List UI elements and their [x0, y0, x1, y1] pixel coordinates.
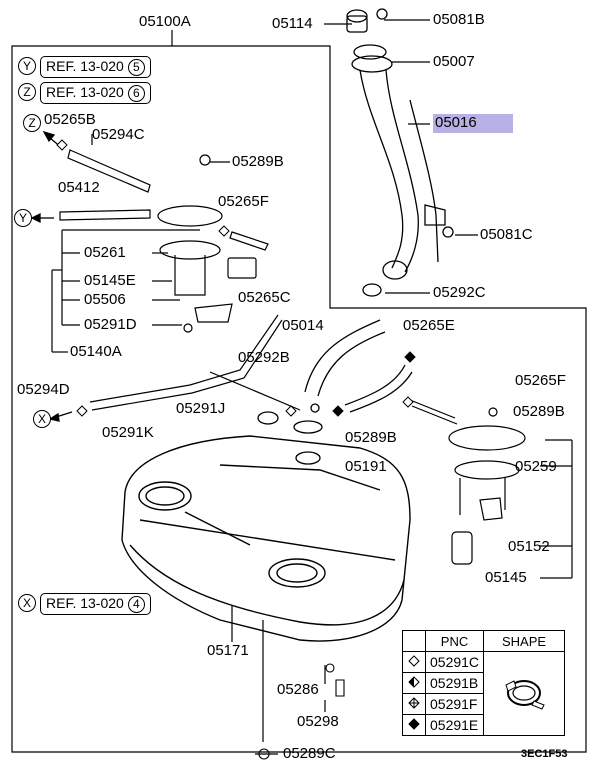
part-label: 05289B [345, 429, 397, 446]
filler-hoses [257, 319, 413, 465]
part-label: 05265C [238, 289, 291, 306]
connector-marker-z: Z [23, 114, 41, 132]
legend-header-shape: SHAPE [483, 630, 566, 652]
fuel-pump-module [59, 149, 301, 411]
part-label: 05294D [17, 381, 70, 398]
part-label: 05145 [485, 569, 527, 586]
part-label: 05014 [282, 317, 324, 334]
part-label: 05289B [513, 403, 565, 420]
part-label: 05265F [515, 372, 566, 389]
reference-text: REF. 13-020 [46, 58, 124, 74]
part-label: 05291J [176, 400, 226, 417]
ref-marker: Y [18, 57, 36, 75]
part-label: 05289C [283, 745, 336, 762]
cross-diamond-icon [402, 693, 426, 715]
solid-diamond-icon [402, 714, 426, 736]
part-label: 05114 [272, 15, 313, 32]
part-label: 05261 [84, 244, 126, 261]
reference-text: REF. 13-020 [46, 84, 124, 100]
part-label: 05294C [92, 126, 145, 143]
part-label: 05298 [297, 713, 339, 730]
hollow-diamond-icon [402, 651, 426, 673]
part-label: 05286 [277, 681, 319, 698]
filler-neck [346, 8, 454, 297]
part-label: 05140A [70, 343, 122, 360]
part-label: 05291D [84, 316, 137, 333]
part-label: 05152 [508, 538, 550, 555]
part-label: 05265E [403, 317, 455, 334]
part-label-highlighted: 05016 [433, 114, 513, 133]
part-label: 05259 [515, 458, 557, 475]
ref-marker: X [18, 594, 36, 612]
part-label: 05007 [433, 53, 475, 70]
connector-marker-y: Y [14, 209, 32, 227]
legend-pnc: 05291E [424, 714, 485, 736]
fuel-gauge-unit [409, 399, 526, 565]
part-label: 05292C [433, 284, 486, 301]
assembly-frame [11, 45, 587, 753]
part-label: 05506 [84, 291, 126, 308]
legend-header-pnc: PNC [424, 630, 485, 652]
reference-page: 6 [127, 85, 145, 102]
connector-marker-x: X [33, 410, 51, 428]
highlight-band: 05016 [433, 114, 513, 133]
part-label: 05191 [345, 458, 387, 475]
reference-page: 5 [127, 59, 145, 76]
figure-code: 3EC1F53 [521, 748, 568, 760]
legend-shape-cell [483, 651, 566, 736]
part-label: 05265F [218, 193, 269, 210]
part-label: 05171 [207, 642, 249, 659]
part-label: 05145E [84, 272, 136, 289]
part-label: 05081B [433, 11, 485, 28]
part-label: 05289B [232, 153, 284, 170]
reference-page: 4 [127, 596, 145, 613]
part-label: 05412 [58, 179, 100, 196]
ref-marker: Z [18, 83, 36, 101]
clip-markers [56, 139, 416, 417]
reference-text: REF. 13-020 [46, 595, 124, 611]
fuel-tank [121, 435, 411, 642]
legend-pnc: 05291F [424, 693, 485, 715]
legend-table: PNC SHAPE 05291C 05291B 05291F [402, 630, 566, 736]
legend-pnc: 05291B [424, 672, 485, 694]
part-label: 05292B [238, 349, 290, 366]
part-label: 05291K [102, 424, 154, 441]
part-label: 05265B [44, 111, 96, 128]
legend-pnc: 05291C [424, 651, 485, 673]
half-diamond-icon [402, 672, 426, 694]
part-label: 05081C [480, 226, 533, 243]
hose-clamp-icon [505, 680, 545, 710]
part-label: 05100A [139, 13, 191, 30]
legend-header-blank [402, 630, 426, 652]
